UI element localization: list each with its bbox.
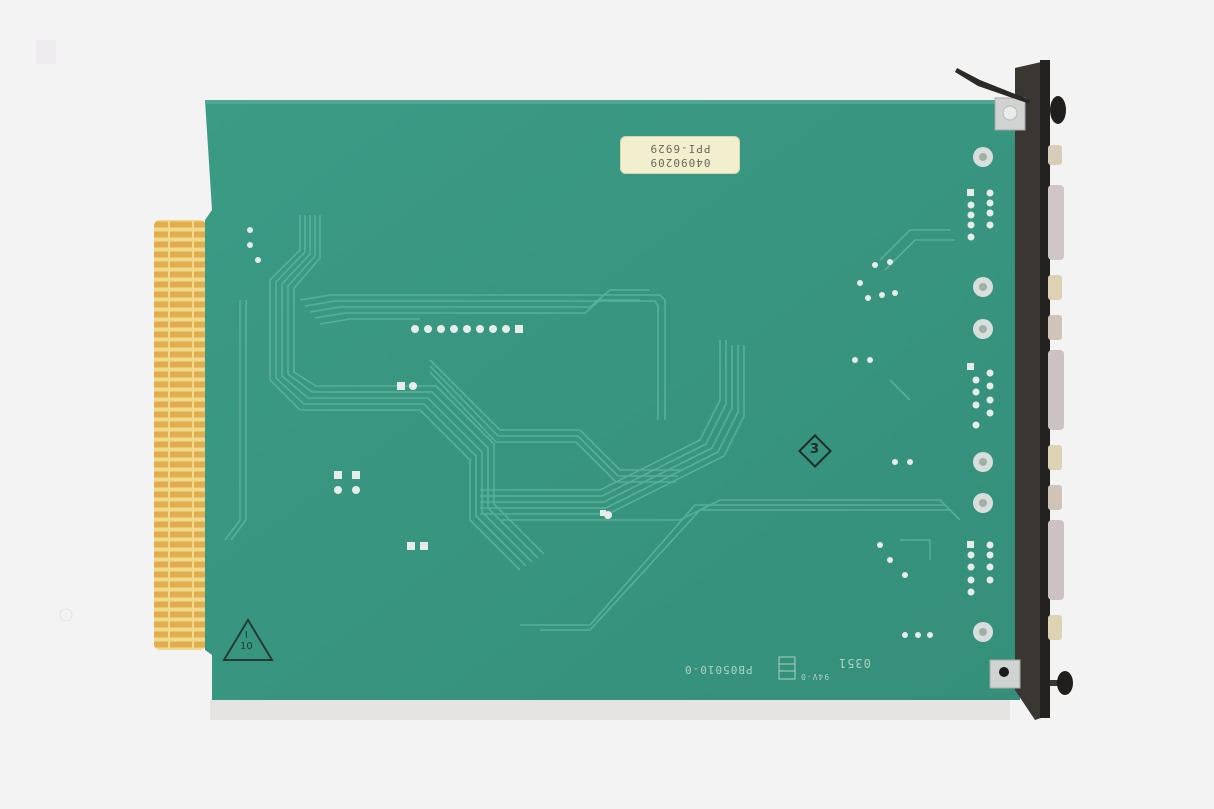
- screw-icon: [973, 493, 993, 513]
- db9-footprint-3: [967, 541, 994, 596]
- thumbscrew-top: [955, 68, 1066, 124]
- sticker-line-model: PPI-6929: [649, 142, 711, 155]
- vias: [247, 227, 933, 638]
- silkscreen-ul-rating: 94V-0: [800, 672, 830, 681]
- connector-screws: [973, 147, 993, 642]
- diamond-label: 3: [810, 442, 820, 457]
- background-speck: [59, 608, 73, 622]
- pad-row: [411, 325, 523, 333]
- db9-footprints: [967, 189, 994, 596]
- triangle-label-bottom: 10: [240, 641, 253, 652]
- db9-footprint-2: [967, 363, 994, 429]
- triangle-label-top: I: [244, 630, 248, 641]
- db9-footprint-1: [967, 189, 994, 241]
- board-shadow: [210, 700, 1010, 720]
- background-speck: [36, 40, 56, 64]
- pcb-board: [205, 100, 1020, 700]
- warning-triangle-icon: [222, 618, 274, 661]
- screw-icon: [973, 277, 993, 297]
- thumbscrew-bottom: [1050, 671, 1073, 695]
- serial-sticker: 04090209 PPI-6929: [620, 136, 740, 174]
- diamond-marker-icon: [798, 434, 832, 468]
- sticker-line-serial: 04090209: [649, 156, 711, 169]
- triangle-label: I 10: [240, 630, 253, 652]
- ul-logo-icon: [778, 656, 796, 680]
- silkscreen-date-code: 0351: [838, 656, 871, 670]
- screw-icon: [973, 622, 993, 642]
- mounting-bracket: [1015, 60, 1064, 720]
- corner-clip-top: [994, 97, 1026, 131]
- screw-icon: [973, 147, 993, 167]
- screw-icon: [973, 319, 993, 339]
- silkscreen-part-number: PB05010-0: [684, 663, 753, 676]
- screw-icon: [973, 452, 993, 472]
- gold-edge-connector: [154, 220, 206, 650]
- copper-traces: [224, 215, 961, 631]
- corner-clip-bottom: [989, 659, 1021, 689]
